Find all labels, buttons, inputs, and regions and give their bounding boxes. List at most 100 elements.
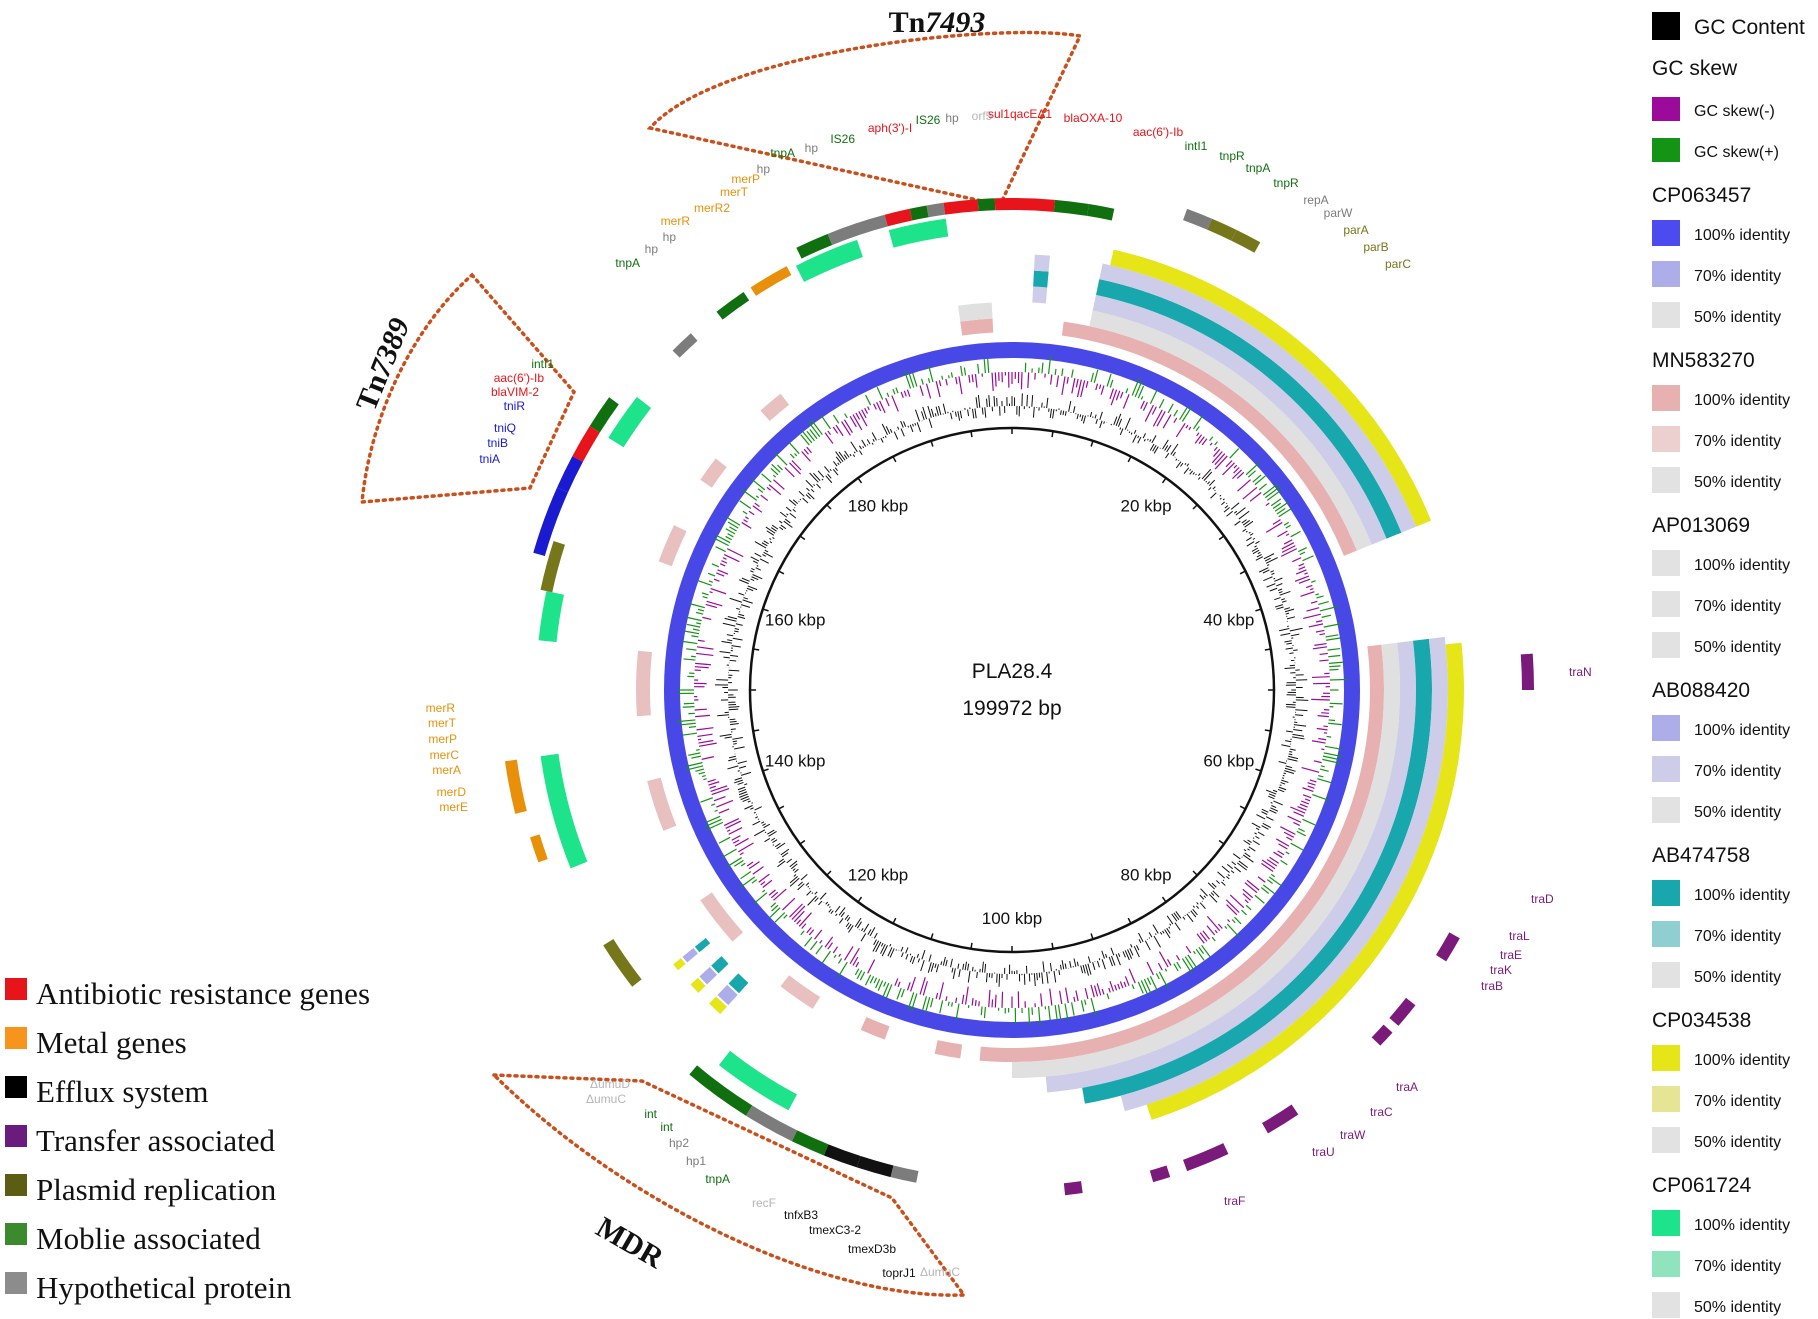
gene-label: tnpA [615, 256, 640, 270]
gc-content-bar [730, 728, 736, 731]
gc-skew-bar [1198, 946, 1205, 954]
gc-content-bar [763, 540, 769, 545]
gc-skew-bar [709, 591, 713, 594]
gc-skew-bar [760, 494, 769, 502]
gc-skew-bar [1319, 652, 1328, 656]
gc-skew-bar [892, 388, 896, 395]
gc-content-bar [1219, 497, 1222, 500]
gc-skew-bar [1266, 490, 1281, 501]
gc-content-bar [729, 597, 743, 603]
scale-tick [1161, 477, 1167, 484]
gc-content-bar [740, 795, 749, 801]
gene-label: traD [1531, 892, 1554, 906]
ring-segment [1146, 642, 1464, 1120]
gc-skew-bar [701, 592, 709, 596]
gc-skew-bar [734, 859, 744, 867]
gc-skew-bar [1323, 622, 1342, 628]
gc-skew-bar [1075, 378, 1079, 388]
gc-content-bar [719, 651, 731, 654]
gc-skew-bar [1040, 993, 1043, 1007]
legend-swatch [1652, 1127, 1680, 1153]
gc-skew-bar [1281, 542, 1295, 550]
gc-skew-bar [686, 623, 701, 628]
gc-skew-bar [925, 997, 931, 1013]
gc-content-bar [1183, 467, 1190, 475]
legend-title: MN583270 [1652, 349, 1755, 372]
gc-skew-bar [722, 557, 727, 560]
gc-content-bar [765, 526, 776, 534]
gc-content-bar [814, 897, 819, 902]
gc-content-bar [909, 424, 914, 433]
gc-content-bar [940, 961, 943, 966]
gc-content-bar [920, 959, 925, 972]
gc-content-bar [728, 758, 737, 762]
gc-content-bar [754, 806, 762, 811]
gc-skew-bar [809, 429, 818, 440]
gc-content-bar [1208, 487, 1212, 491]
gc-content-bar [1281, 600, 1287, 603]
gc-skew-bar [768, 889, 776, 896]
gc-content-bar [1232, 853, 1241, 860]
gc-content-bar [771, 524, 779, 530]
gc-content-bar [950, 412, 953, 420]
gc-content-bar [1255, 827, 1260, 831]
gc-skew-bar [1114, 984, 1118, 991]
gc-content-bar [1262, 569, 1270, 574]
gc-skew-bar [691, 755, 702, 759]
gc-skew-bar [891, 395, 899, 412]
gc-skew-bar [837, 961, 848, 978]
gc-content-bar [1151, 435, 1157, 444]
gc-content-bar [844, 914, 849, 921]
gc-content-bar [993, 396, 996, 407]
gc-skew-bar [686, 762, 703, 767]
gc-skew-bar [867, 959, 876, 974]
gc-skew-bar [1310, 600, 1318, 604]
gene-label: merR [426, 701, 456, 715]
kbp-label: 80 kbp [1120, 865, 1171, 884]
gc-content-bar [871, 442, 874, 445]
gene-label: ΔumuD [590, 1077, 630, 1091]
gc-skew-bar [1084, 987, 1089, 999]
gc-content-bar [800, 873, 808, 881]
gc-skew-bar [697, 608, 705, 612]
gc-skew-bar [1317, 778, 1332, 784]
gc-skew-bar [1020, 372, 1023, 390]
gc-content-bar [1271, 805, 1277, 809]
gc-content-bar [873, 939, 877, 946]
scale-tick [1239, 805, 1246, 810]
gc-content-bar [927, 405, 932, 418]
gc-content-bar [780, 848, 790, 856]
scale-tick [753, 729, 760, 732]
gene-label: traK [1490, 963, 1512, 977]
gc-skew-bar [1278, 843, 1288, 850]
gc-content-bar [785, 506, 792, 512]
gc-skew-bar [1106, 373, 1112, 387]
kbp-label: 100 kbp [982, 909, 1043, 928]
gc-skew-bar [715, 534, 731, 544]
legend-swatch [5, 1076, 27, 1098]
gc-content-bar [1092, 962, 1096, 971]
gene-label: traA [1396, 1080, 1418, 1094]
gc-content-bar [738, 791, 748, 796]
gc-skew-bar [710, 803, 716, 807]
gc-content-bar [1261, 808, 1269, 813]
gene-label: tnpA [1246, 161, 1271, 175]
gc-skew-bar [1093, 369, 1099, 383]
gene-block [745, 1105, 798, 1142]
gc-skew-bar [852, 414, 863, 431]
gc-content-bar [1248, 531, 1251, 534]
gc-content-bar [728, 706, 740, 708]
gene-label: merR [661, 214, 691, 228]
gc-skew-bar [1309, 588, 1314, 591]
scale-tick [970, 431, 973, 438]
legend-label: 100% identity [1694, 887, 1790, 904]
gc-skew-bar [1211, 936, 1216, 942]
gc-content-bar [1058, 970, 1061, 975]
gc-skew-bar [1236, 471, 1245, 479]
gc-content-bar [1062, 410, 1065, 416]
gc-content-bar [802, 497, 809, 504]
gc-content-bar [1252, 840, 1260, 846]
gc-skew-bar [1308, 623, 1324, 628]
legend-label: 50% identity [1694, 1299, 1781, 1316]
gc-skew-bar [1143, 978, 1152, 994]
